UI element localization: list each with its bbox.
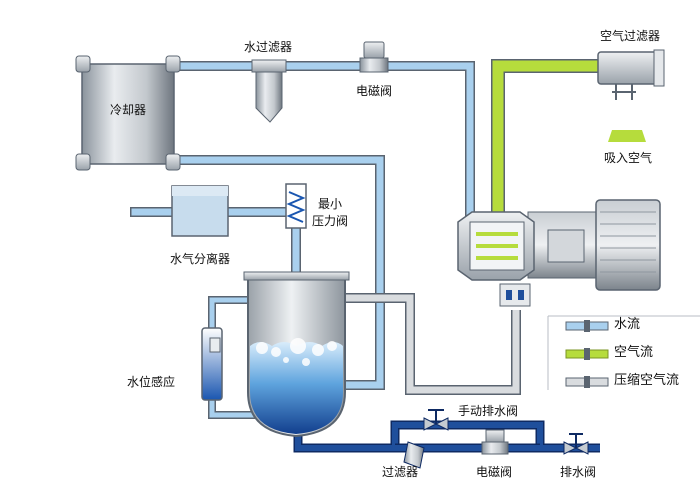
cooler-label: 冷却器 [109, 103, 147, 117]
cooler-unit [75, 55, 181, 171]
water-gas-separator [171, 185, 229, 237]
legend-label-water: 水流 [614, 317, 641, 332]
drain-valve [563, 433, 589, 455]
manual-drain-valve [423, 409, 449, 431]
min-pressure-label-line1: 最小 [318, 197, 343, 211]
air-filter-label: 空气过滤器 [599, 29, 661, 43]
legend [547, 315, 700, 390]
min-pressure-label-line2: 压力阀 [312, 214, 349, 228]
solenoid-valve-top [359, 41, 389, 73]
separator-label: 水气分离器 [169, 252, 231, 266]
drain-valve-label: 排水阀 [559, 465, 597, 479]
water-filter-label: 水过滤器 [243, 40, 293, 54]
air-intake-label: 吸入空气 [603, 151, 653, 165]
level-sensor [201, 327, 223, 401]
bubbles [256, 338, 337, 366]
water-tank [243, 271, 350, 438]
level-sensor-label: 水位感应 [127, 375, 176, 389]
legend-label-air: 空气流 [614, 345, 654, 360]
legend-swatch-water [565, 320, 609, 332]
water-filter [251, 59, 287, 123]
air-intake-marker [608, 130, 646, 142]
minimum-pressure-valve [285, 183, 307, 229]
legend-swatch-compressed-air [565, 376, 609, 388]
manual-drain-label: 手动排水阀 [458, 404, 519, 418]
solenoid-valve-bottom [481, 429, 509, 455]
solenoid-bottom-label: 电磁阀 [475, 465, 513, 479]
solenoid-top-label: 电磁阀 [355, 84, 393, 98]
compressor-motor [457, 199, 661, 307]
compressed-air-pipes [345, 293, 521, 395]
drain-strainer [403, 441, 425, 469]
drain-pipes [293, 420, 600, 453]
air-intake-pipe [491, 59, 600, 215]
air-filter [597, 49, 665, 142]
legend-label-compressed-air: 压缩空气流 [614, 373, 680, 388]
legend-swatch-air [565, 348, 609, 360]
strainer-label: 过滤器 [381, 465, 419, 479]
